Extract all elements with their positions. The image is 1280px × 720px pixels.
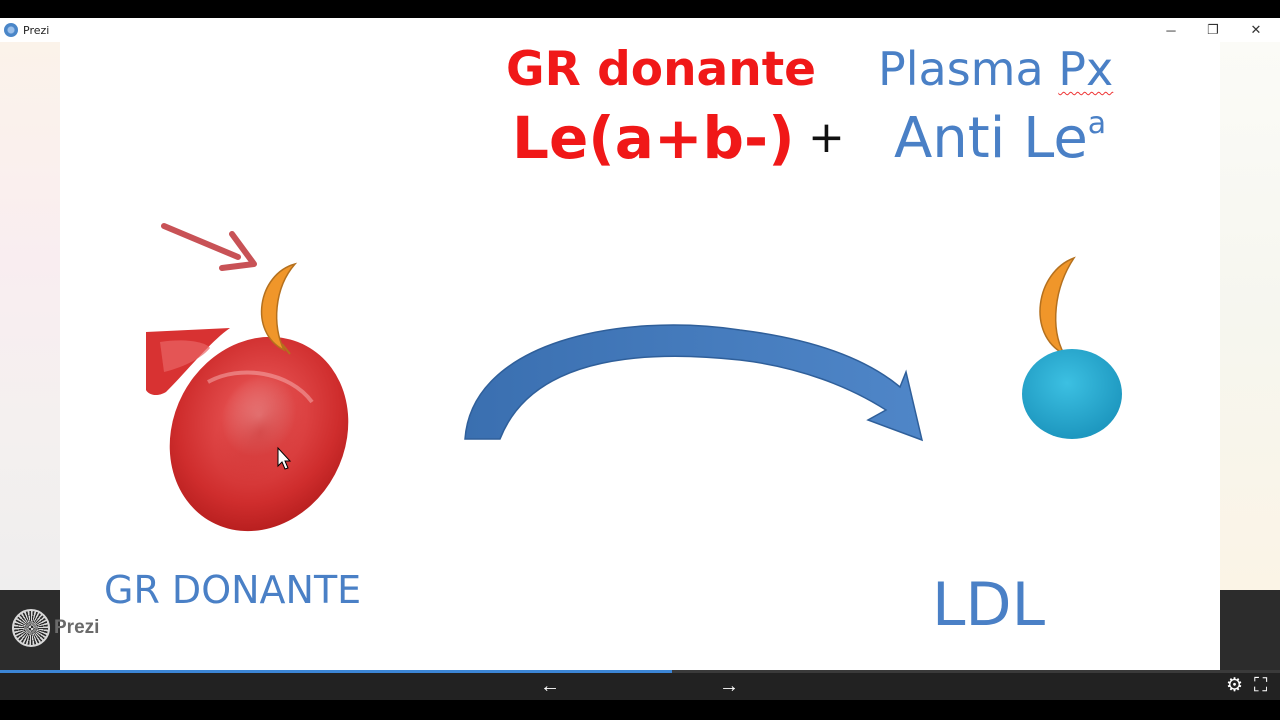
heading-gr-donante: GR donante: [506, 42, 817, 97]
next-step-button[interactable]: →: [719, 675, 739, 697]
progress-bar[interactable]: [0, 670, 1280, 673]
prezi-logo-icon: [12, 609, 50, 647]
close-button[interactable]: ✕: [1250, 22, 1262, 37]
presentation-stage: GR donante Le(a+b-) + Plasma Px Anti Lea: [0, 42, 1280, 670]
heading-plasma-text: Plasma: [878, 42, 1059, 96]
window-title: Prezi: [23, 23, 50, 37]
window-titlebar: Prezi ─ ❐ ✕: [0, 18, 1280, 42]
stage-background-right: [1220, 42, 1280, 590]
plus-sign: +: [808, 112, 845, 163]
heading-anti-le-text: Anti Le: [894, 106, 1088, 171]
restore-button[interactable]: ❐: [1207, 22, 1219, 37]
antigen-on-donor-cell: [260, 262, 298, 355]
label-gr-donante: GR DONANTE: [104, 568, 362, 612]
red-arrow-pointer: [161, 223, 257, 271]
slide-canvas: GR donante Le(a+b-) + Plasma Px Anti Lea: [60, 42, 1220, 670]
minimize-button[interactable]: ─: [1166, 22, 1176, 38]
previous-step-button[interactable]: ←: [540, 675, 560, 697]
fullscreen-icon[interactable]: ⛶: [1254, 675, 1268, 696]
prezi-logo-text: Prezi: [54, 617, 100, 638]
heading-anti-lea: Anti Lea: [894, 106, 1106, 171]
ldl-particle: [1022, 349, 1122, 439]
stage-dark-corner-right: [1220, 590, 1280, 670]
heading-le-phenotype: Le(a+b-): [512, 104, 795, 172]
player-control-bar: ← → ⚙ ⛶: [0, 670, 1280, 700]
bottom-black-bar: [0, 700, 1280, 720]
settings-gear-icon[interactable]: ⚙: [1226, 675, 1244, 696]
heading-px-text: Px: [1058, 42, 1114, 96]
slide-illustration: [146, 223, 1122, 532]
mouse-cursor: [277, 446, 292, 470]
heading-le-phenotype-text: Le(a+b-): [512, 104, 795, 172]
heading-superscript-a: a: [1087, 106, 1107, 141]
antigen-on-ldl: [1039, 256, 1076, 356]
prezi-app-icon: [4, 23, 18, 37]
blue-transfer-arrow: [464, 324, 924, 442]
progress-fill: [0, 670, 672, 673]
heading-plasma-px: Plasma Px: [878, 42, 1113, 96]
label-ldl: LDL: [932, 570, 1046, 640]
top-black-bar: [0, 0, 1280, 18]
prezi-logo: Prezi: [12, 609, 99, 647]
stage-background-left: [0, 42, 60, 590]
